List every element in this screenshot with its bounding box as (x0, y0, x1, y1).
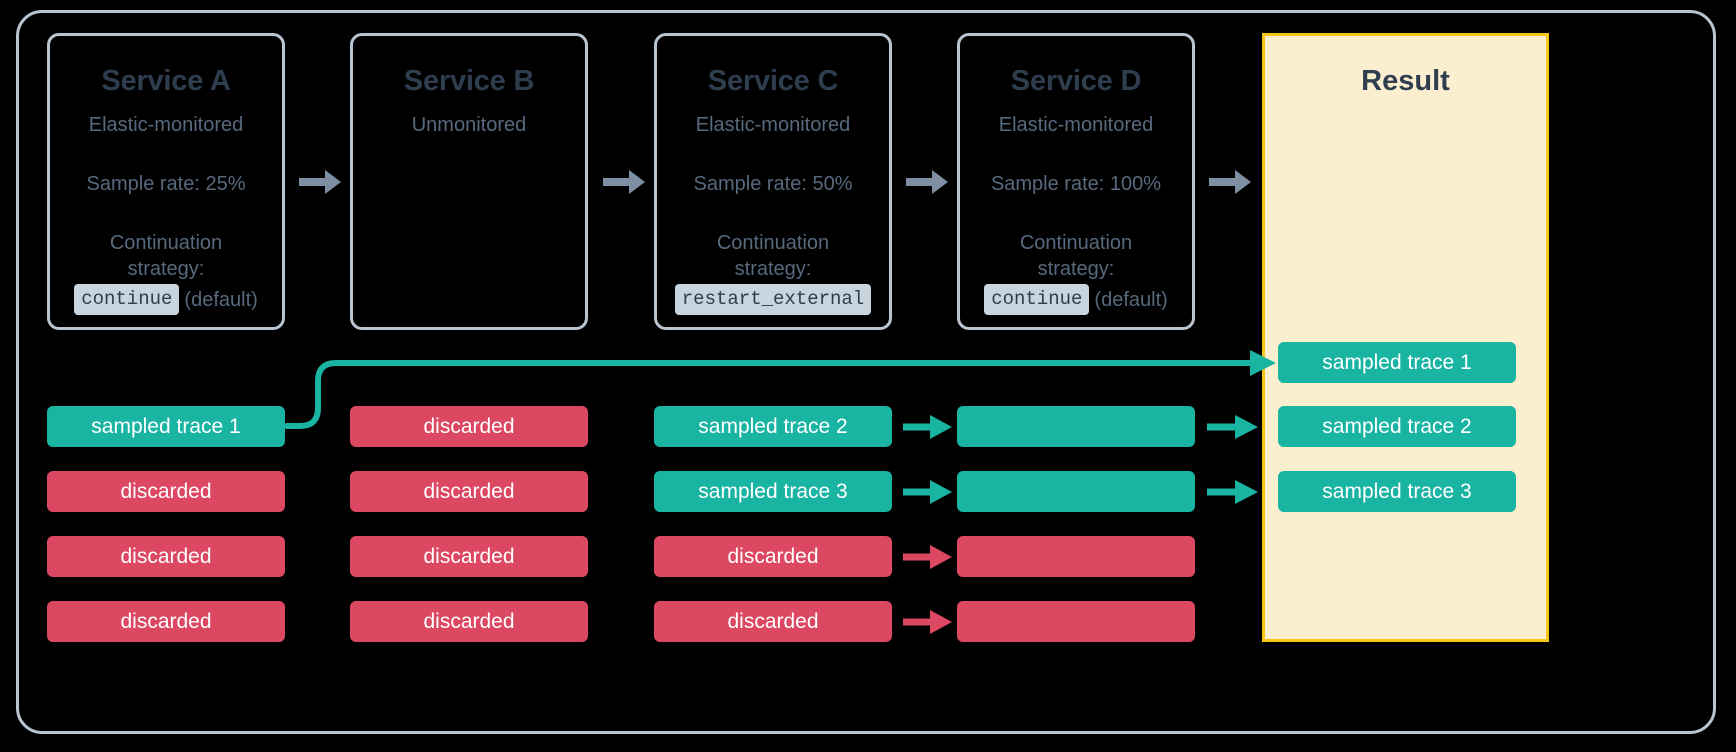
service-sample-rate: Sample rate: 25% (86, 173, 246, 195)
result-panel: Result (1262, 33, 1549, 642)
service-sample-rate: Sample rate: 100% (990, 173, 1162, 195)
service-continuation-strategy: Continuation strategy: restart_external (657, 230, 889, 315)
service-title: Service A (101, 65, 231, 97)
trace-chip: discarded (654, 601, 892, 642)
service-continuation-strategy: Continuation strategy: continue(default) (960, 230, 1192, 315)
strategy-label-line1: Continuation (716, 232, 830, 254)
strategy-label-line1: Continuation (1019, 232, 1133, 254)
trace-chip: discarded (654, 536, 892, 577)
service-title: Service B (403, 65, 535, 97)
strategy-value-chip: continue (984, 284, 1090, 315)
service-title: Service D (1010, 65, 1142, 97)
result-trace-chip: sampled trace 2 (1278, 406, 1516, 447)
strategy-value-chip: restart_external (674, 284, 872, 315)
trace-chip: discarded (47, 536, 285, 577)
service-flow-arrow-b-c (603, 170, 645, 194)
result-title: Result (1361, 65, 1450, 97)
service-sample-rate: Sample rate: 50% (693, 173, 853, 195)
service-title: Service C (707, 65, 839, 97)
service-card-d: Service D Elastic-monitored Sample rate:… (957, 33, 1195, 330)
service-monitoring-status: Elastic-monitored (695, 114, 851, 136)
trace-chip (957, 536, 1195, 577)
trace-chip (957, 601, 1195, 642)
strategy-label-line2: strategy: (1037, 258, 1115, 280)
result-trace-chip: sampled trace 1 (1278, 342, 1516, 383)
service-monitoring-status: Elastic-monitored (998, 114, 1154, 136)
trace-chip: sampled trace 2 (654, 406, 892, 447)
outer-frame (16, 10, 1716, 734)
trace-chip: discarded (47, 471, 285, 512)
strategy-default-note: (default) (1094, 288, 1168, 311)
strategy-label-line2: strategy: (127, 258, 205, 280)
service-flow-arrow-d-result (1209, 170, 1251, 194)
trace-chip: sampled trace 1 (47, 406, 285, 447)
trace-chip: discarded (350, 406, 588, 447)
service-card-b: Service B Unmonitored (350, 33, 588, 330)
trace-chip: discarded (47, 601, 285, 642)
service-monitoring-status: Elastic-monitored (88, 114, 244, 136)
strategy-label-line2: strategy: (734, 258, 812, 280)
result-trace-chip: sampled trace 3 (1278, 471, 1516, 512)
trace-chip: discarded (350, 471, 588, 512)
trace-chip: discarded (350, 601, 588, 642)
service-flow-arrow-c-d (906, 170, 948, 194)
strategy-default-note: (default) (184, 288, 258, 311)
strategy-value-chip: continue (74, 284, 180, 315)
service-continuation-strategy: Continuation strategy: continue(default) (50, 230, 282, 315)
service-card-c: Service C Elastic-monitored Sample rate:… (654, 33, 892, 330)
trace-chip: discarded (350, 536, 588, 577)
service-flow-arrow-a-b (299, 170, 341, 194)
trace-chip: sampled trace 3 (654, 471, 892, 512)
strategy-label-line1: Continuation (109, 232, 223, 254)
service-card-a: Service A Elastic-monitored Sample rate:… (47, 33, 285, 330)
trace-chip (957, 406, 1195, 447)
service-monitoring-status: Unmonitored (411, 114, 527, 136)
trace-chip (957, 471, 1195, 512)
